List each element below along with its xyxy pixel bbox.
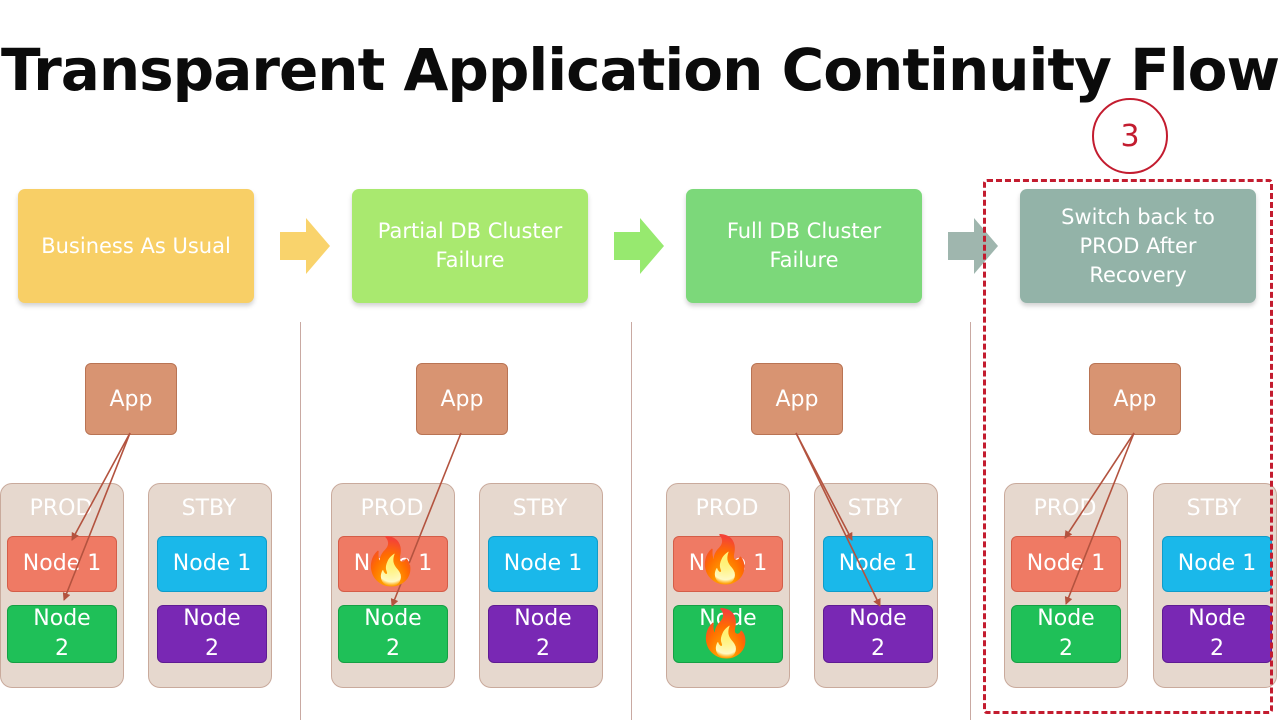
stage-business-as-usual: Business As Usual bbox=[18, 189, 254, 303]
prod-cluster-label: PROD bbox=[695, 496, 759, 521]
page-title: Transparent Application Continuity Flow bbox=[0, 36, 1280, 104]
stage-partial-failure: Partial DB Cluster Failure bbox=[352, 189, 588, 303]
stby-cluster-label: STBY bbox=[512, 496, 568, 521]
highlight-frame bbox=[983, 179, 1273, 714]
fire-icon: 🔥 bbox=[362, 534, 420, 588]
stage-full-failure: Full DB Cluster Failure bbox=[686, 189, 922, 303]
step-number-badge: 3 bbox=[1092, 98, 1168, 174]
panel-divider bbox=[631, 322, 632, 720]
prod-node-2: Node 2 bbox=[7, 605, 117, 663]
stby-node-1: Node 1 bbox=[823, 536, 933, 592]
prod-cluster-label: PROD bbox=[29, 496, 93, 521]
stby-node-1: Node 1 bbox=[1162, 536, 1272, 592]
stby-cluster-label: STBY bbox=[847, 496, 903, 521]
prod-node-1: Node 1 bbox=[7, 536, 117, 592]
app-box: App bbox=[416, 363, 508, 435]
app-box: App bbox=[751, 363, 843, 435]
stby-cluster-label: STBY bbox=[181, 496, 237, 521]
stby-node-1: Node 1 bbox=[488, 536, 598, 592]
stage-label: Partial DB Cluster Failure bbox=[377, 219, 563, 272]
stage-label: Full DB Cluster Failure bbox=[726, 219, 882, 272]
stby-node-1: Node 1 bbox=[157, 536, 267, 592]
stage-label: Switch back to PROD After Recovery bbox=[1061, 204, 1215, 287]
stby-cluster-label: STBY bbox=[1186, 496, 1242, 521]
prod-node-2: Node 2 bbox=[1011, 605, 1121, 663]
stby-node-2: Node 2 bbox=[488, 605, 598, 663]
prod-cluster-label: PROD bbox=[360, 496, 424, 521]
prod-node-2: Node 2 bbox=[338, 605, 448, 663]
panel-divider bbox=[970, 322, 971, 720]
fire-icon: 🔥 bbox=[696, 532, 754, 586]
app-box: App bbox=[85, 363, 177, 435]
prod-node-2: Node 2 bbox=[673, 605, 783, 663]
stage-label: Business As Usual bbox=[41, 233, 231, 258]
stage-switch-back: Switch back to PROD After Recovery bbox=[1020, 189, 1256, 303]
prod-node-1: Node 1 bbox=[673, 536, 783, 592]
app-box: App bbox=[1089, 363, 1181, 435]
fire-icon: 🔥 bbox=[697, 606, 755, 660]
panel-divider bbox=[300, 322, 301, 720]
flow-arrow-right-icon bbox=[280, 218, 330, 274]
stby-node-2: Node 2 bbox=[157, 605, 267, 663]
flow-arrow-right-icon bbox=[614, 218, 664, 274]
stby-node-2: Node 2 bbox=[823, 605, 933, 663]
